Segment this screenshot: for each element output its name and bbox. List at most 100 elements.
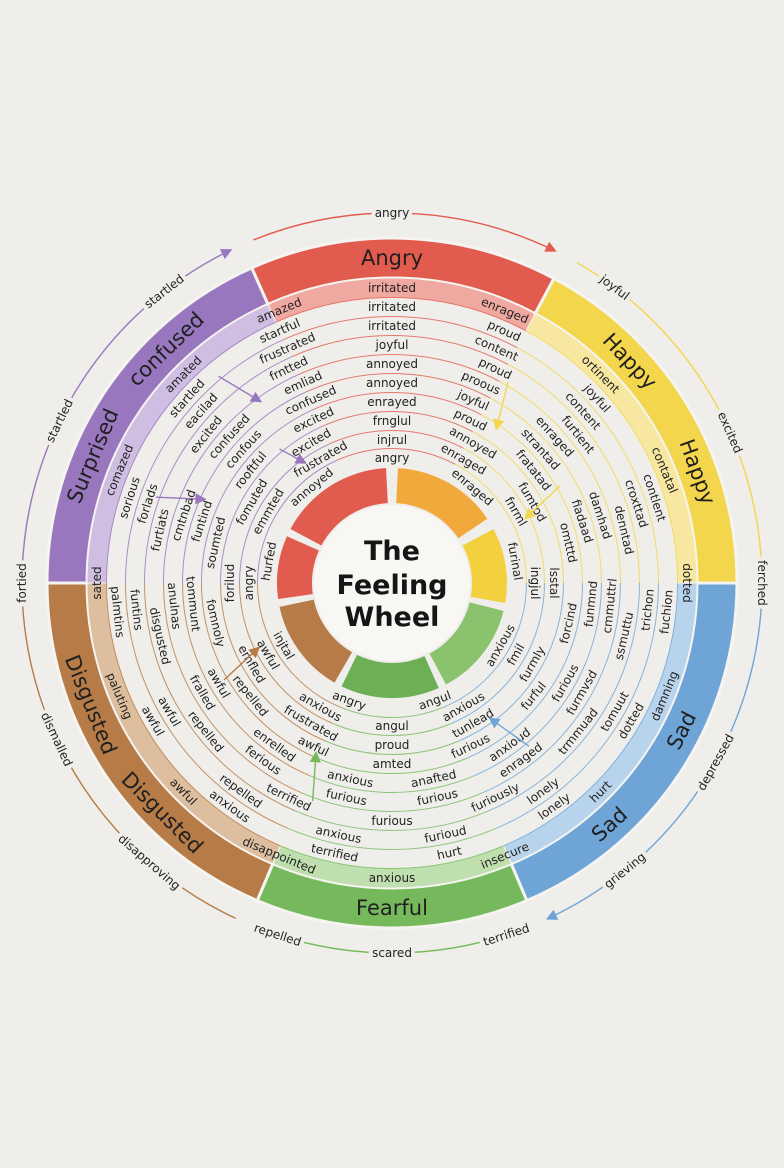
connector-arrow: [156, 493, 207, 505]
ring-divider: [163, 582, 303, 794]
ring-word: furtiats: [148, 507, 171, 552]
ring-divider: [454, 463, 527, 584]
ring-word: omtttd: [557, 521, 580, 564]
ring-divider: [306, 373, 491, 399]
outer-label: angry: [375, 206, 410, 220]
inner-ring-segment: [462, 529, 507, 603]
outer-label: depressed: [694, 732, 736, 793]
ring-divider: [275, 297, 527, 332]
ring-divider: [283, 316, 518, 349]
inner-color-ring: [277, 468, 507, 698]
ring-divider: [337, 448, 456, 465]
outer-label: startled: [142, 272, 187, 312]
center-circle: [314, 505, 470, 661]
ring-divider: [295, 810, 489, 831]
ring-word: hurt: [436, 843, 464, 862]
outer-label: dismalled: [38, 710, 75, 768]
ring-divider: [291, 335, 509, 365]
ring-divider: [144, 356, 292, 584]
ring-word: irritated: [368, 300, 416, 314]
ring-word: amted: [373, 757, 412, 771]
ring-word: ingjul: [528, 567, 542, 600]
ring-divider: [106, 321, 277, 584]
connector-arrow: [279, 448, 307, 464]
ring-word: hurfed: [259, 541, 280, 582]
ring-word: furiously: [469, 780, 522, 815]
outer-label: excited: [715, 410, 746, 456]
ring-divider: [339, 706, 445, 718]
outer-arrow-surprised: [21, 249, 233, 571]
ring-word: angul: [375, 719, 409, 733]
outer-label: ferched: [755, 560, 769, 605]
outer-label: scared: [372, 946, 412, 960]
title-line-2: Feeling: [336, 570, 447, 601]
ring-divider: [280, 845, 504, 869]
outer-arrow-happy: [576, 261, 768, 573]
ring-divider: [239, 443, 331, 584]
ring-divider: [488, 582, 640, 812]
light-band-word: dotted: [680, 563, 694, 602]
title-line-1: The: [364, 536, 420, 567]
inner-ring-segment: [277, 536, 319, 600]
light-band-word: irritated: [368, 281, 416, 295]
ring-divider: [490, 397, 602, 584]
ring-word: angry: [242, 566, 256, 601]
ring-divider: [324, 740, 460, 755]
ring-divider: [239, 582, 333, 724]
ring-divider: [451, 582, 545, 724]
ring-divider: [287, 827, 497, 851]
ring-divider: [314, 392, 482, 416]
outer-arrow-fearful: [256, 926, 525, 954]
ring-divider: [466, 582, 583, 759]
ring-word: tommunt: [183, 576, 203, 633]
ring-word: joyful: [375, 338, 409, 352]
connector-arrow: [493, 381, 509, 431]
connector-arrow: [223, 646, 261, 681]
ring-word: furious: [416, 786, 459, 808]
title-line-3: Wheel: [345, 602, 440, 633]
ring-word: annoyed: [366, 357, 418, 371]
ring-word: irritated: [368, 319, 416, 333]
ring-divider: [503, 582, 678, 847]
band-label-fearful: Fearful: [356, 896, 428, 920]
ring-divider: [163, 373, 300, 584]
connector-arrow: [523, 485, 561, 520]
outer-label: terrified: [482, 921, 532, 949]
ring-word: furioud: [423, 823, 468, 846]
ring-divider: [125, 339, 284, 584]
ring-divider: [106, 582, 281, 847]
ring-divider: [481, 582, 621, 794]
ring-divider: [302, 792, 482, 812]
ring-divider: [322, 411, 473, 433]
ring-word: injrul: [377, 433, 407, 447]
outer-label: startled: [43, 397, 76, 445]
ring-word: proud: [375, 738, 410, 752]
inner-ring-segment: [429, 602, 504, 685]
ring-divider: [473, 582, 602, 777]
outer-label: joyful: [597, 271, 633, 303]
ring-divider: [144, 582, 296, 812]
ring-word: angry: [375, 451, 410, 465]
ring-word: frnglul: [373, 414, 411, 428]
ring-divider: [257, 582, 340, 708]
light-band-word: sated: [90, 566, 104, 599]
ring-word: trichon: [638, 588, 656, 631]
ring-word: cmmuttrl: [600, 578, 620, 634]
outer-label: fortied: [15, 563, 29, 603]
ring-divider: [463, 447, 545, 584]
ring-word: furious: [325, 786, 368, 808]
connector-arrow: [309, 751, 321, 802]
ring-divider: [201, 408, 315, 584]
connector-arrow: [488, 717, 530, 747]
ring-word: palmtins: [108, 585, 127, 638]
ring-word: forilud: [223, 564, 237, 602]
inner-ring-segment: [341, 654, 439, 698]
band-label-angry: Angry: [361, 246, 423, 270]
ring-word: annoyed: [366, 376, 418, 390]
ring-word: terrified: [264, 781, 313, 814]
ring-word: funtins: [127, 589, 145, 632]
ring-word: lsstal: [547, 567, 561, 598]
light-band-word: anxious: [369, 871, 416, 885]
connector-arrow: [218, 375, 263, 403]
